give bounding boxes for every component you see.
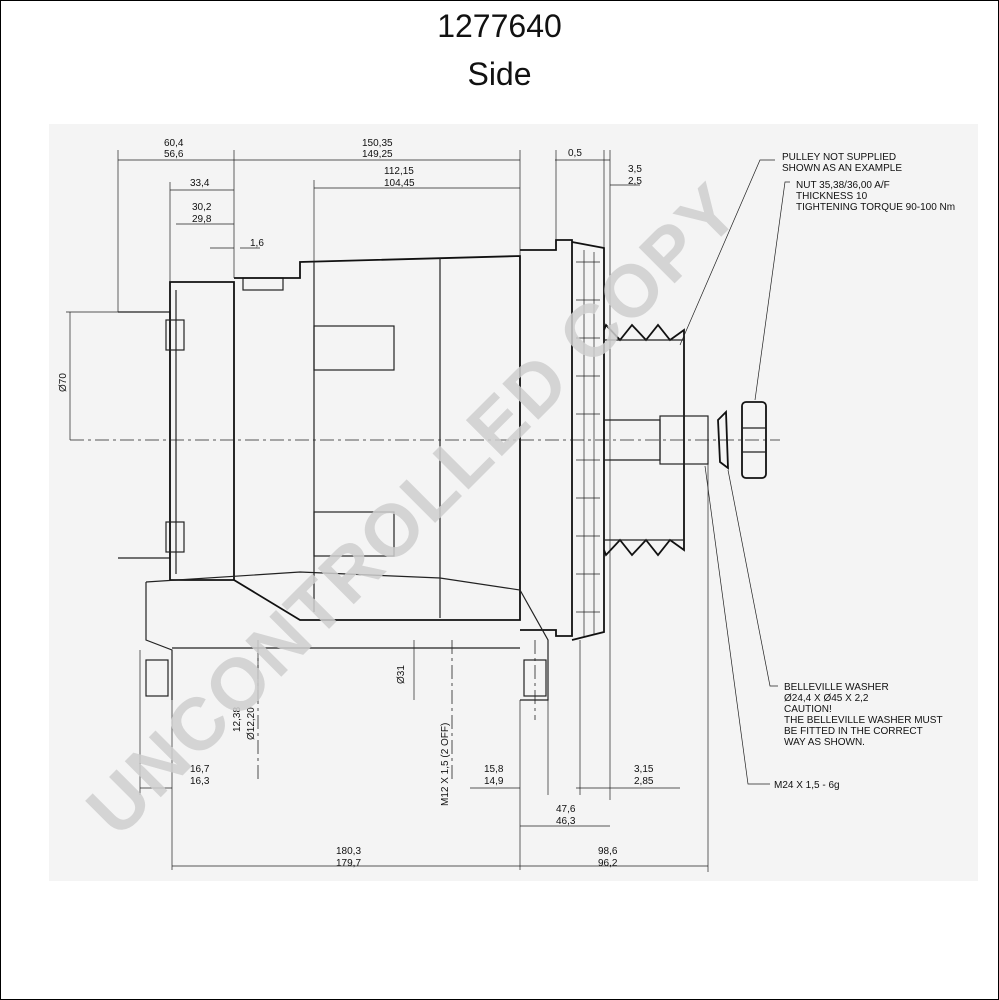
dim-46-3: 46,3 [556,816,576,827]
dim-149-25: 149,25 [362,149,393,160]
dim-dia-70: Ø70 [58,373,69,392]
dim-33-4: 33,4 [190,178,210,189]
dim-30-2: 30,2 [192,202,212,213]
note-washer-2: Ø24,4 X Ø45 X 2,2 [784,693,869,704]
note-nut-2: THICKNESS 10 [796,191,868,202]
dim-150-35: 150,35 [362,138,393,149]
dim-104-45: 104,45 [384,178,415,189]
part-number: 1277640 [437,8,562,44]
note-thread-m24: M24 X 1,5 - 6g [774,780,840,791]
dim-16-7: 16,7 [190,764,210,775]
note-washer-3: CAUTION! [784,704,832,715]
note-nut-3: TIGHTENING TORQUE 90-100 Nm [796,202,955,213]
dim-29-8: 29,8 [192,214,212,225]
dim-112-15: 112,15 [384,166,414,177]
dim-0-5: 0,5 [568,148,582,159]
note-pulley-1: PULLEY NOT SUPPLIED [782,152,896,163]
alternator-body [118,239,767,701]
dim-dia-12-20: Ø12,20 [246,707,257,740]
note-nut-1: NUT 35,38/36,00 A/F [796,180,890,191]
watermark: UNCONTROLLED COPY [71,167,755,851]
dim-15-8: 15,8 [484,764,504,775]
note-pulley-2: SHOWN AS AN EXAMPLE [782,163,902,174]
dim-98-6: 98,6 [598,846,618,857]
note-washer-6: WAY AS SHOWN. [784,737,865,748]
dim-179-7: 179,7 [336,858,361,869]
dimension-lines [66,150,790,872]
dim-12-38: 12,38 [232,707,243,732]
dim-96-2: 96,2 [598,858,618,869]
dim-1-6: 1,6 [250,238,264,249]
dim-dia-31: Ø31 [396,665,407,684]
dim-2-5: 2,5 [628,176,642,187]
dim-47-6: 47,6 [556,804,576,815]
thread-m12: M12 X 1,5 (2 OFF) [440,723,451,806]
dim-14-9: 14,9 [484,776,504,787]
dim-60-4: 60,4 [164,138,184,149]
dim-2-85: 2,85 [634,776,654,787]
note-washer-5: BE FITTED IN THE CORRECT [784,726,923,737]
note-washer-1: BELLEVILLE WASHER [784,682,889,693]
drawing-sheet [49,124,978,881]
dim-3-15: 3,15 [634,764,654,775]
dim-180-3: 180,3 [336,846,361,857]
note-washer-4: THE BELLEVILLE WASHER MUST [784,715,943,726]
view-label: Side [467,56,532,92]
dim-3-5: 3,5 [628,164,642,175]
dim-16-3: 16,3 [190,776,210,787]
dim-56-6: 56,6 [164,149,184,160]
